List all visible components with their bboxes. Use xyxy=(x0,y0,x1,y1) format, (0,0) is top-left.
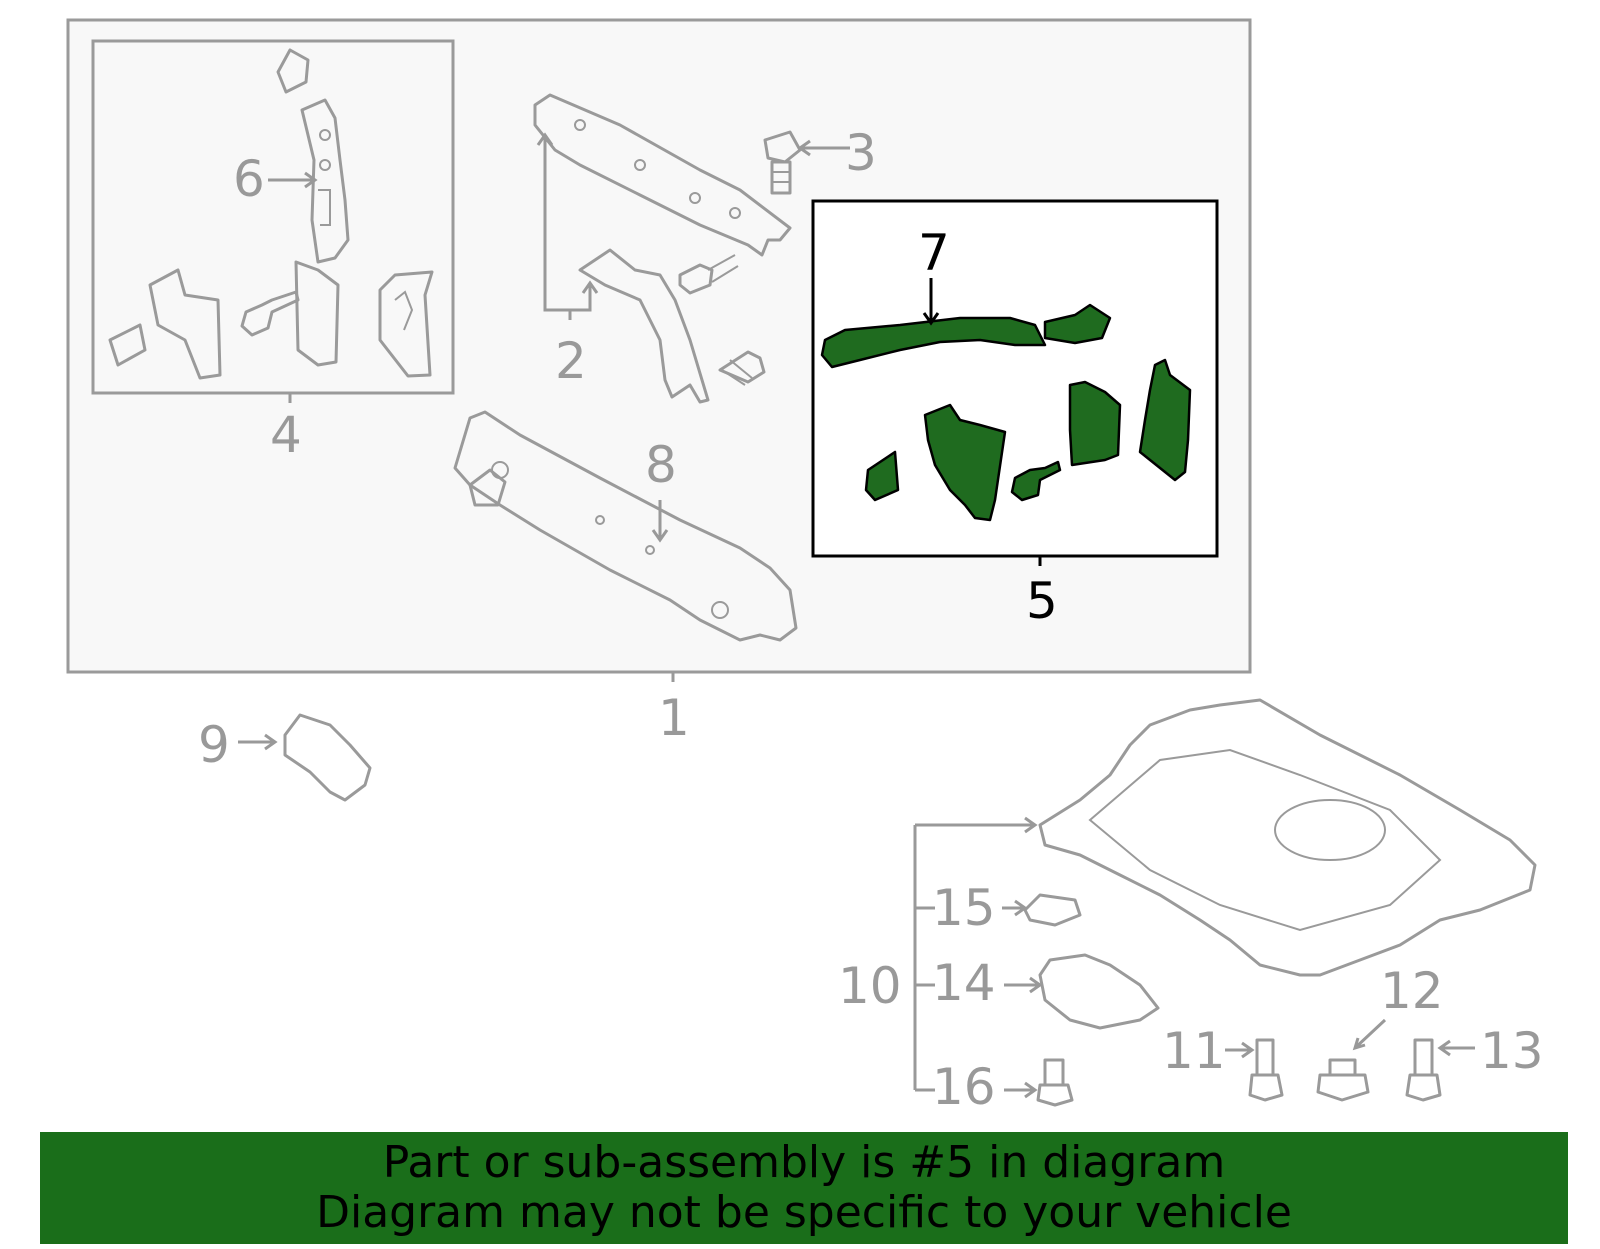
bolt-side-bracket xyxy=(718,350,766,386)
part-7-highlighted-member xyxy=(820,303,1112,369)
callout-14: 14 xyxy=(932,954,996,1012)
callout-8: 8 xyxy=(645,436,677,494)
part-15-clip xyxy=(1023,893,1082,927)
part-6-support-bracket xyxy=(276,48,350,264)
callout-12: 12 xyxy=(1380,962,1444,1020)
part-11-bolt xyxy=(1248,1038,1284,1102)
part-5-highlighted-brackets xyxy=(864,358,1192,522)
part-9-bracket xyxy=(283,713,372,802)
callout-4: 4 xyxy=(270,406,302,464)
callout-1: 1 xyxy=(658,689,690,747)
part-8-lower-tie-bar xyxy=(453,410,798,642)
part-4-components xyxy=(108,260,434,380)
callout-13: 13 xyxy=(1480,1022,1544,1080)
part-3-bolt xyxy=(763,130,802,195)
callout-10: 10 xyxy=(838,957,902,1015)
part-10-under-cover xyxy=(1038,698,1537,977)
part-2-upper-tie-bar xyxy=(533,93,792,404)
part-16-bolt xyxy=(1036,1058,1074,1107)
callout-11: 11 xyxy=(1162,1022,1226,1080)
part-12-nut xyxy=(1316,1058,1370,1102)
leader-lines xyxy=(238,132,1475,1099)
bolt-upper-tie-bar xyxy=(678,254,739,295)
part-14-cover xyxy=(1038,953,1160,1030)
callout-16: 16 xyxy=(932,1058,996,1116)
info-banner: Part or sub-assembly is #5 in diagram Di… xyxy=(40,1132,1568,1244)
callout-3: 3 xyxy=(845,124,877,182)
assembly-box-4 xyxy=(91,39,455,395)
callout-15: 15 xyxy=(932,879,996,937)
callout-2: 2 xyxy=(555,332,587,390)
part-13-bolt xyxy=(1405,1038,1442,1102)
callout-6: 6 xyxy=(233,150,265,208)
banner-line-1: Part or sub-assembly is #5 in diagram xyxy=(382,1137,1226,1188)
callout-7: 7 xyxy=(918,224,950,282)
banner-line-2: Diagram may not be specific to your vehi… xyxy=(316,1187,1292,1238)
callout-9: 9 xyxy=(198,716,230,774)
callout-5: 5 xyxy=(1026,572,1058,630)
